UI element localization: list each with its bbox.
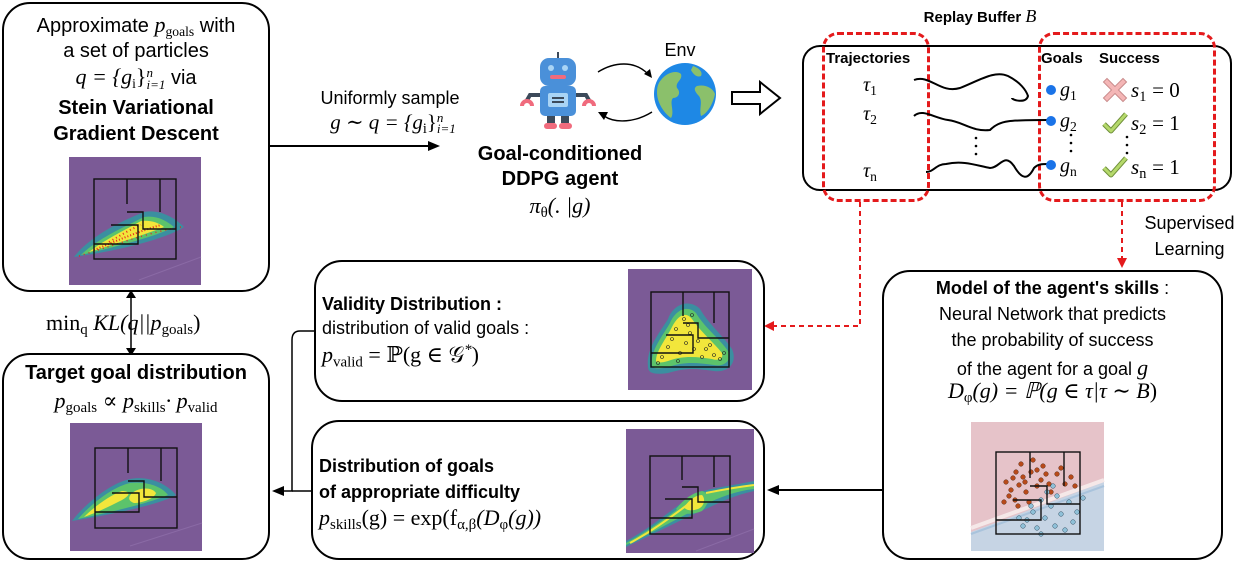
success-ellipsis (1125, 135, 1129, 155)
sample-arrow (270, 141, 440, 151)
cross-icon (1102, 77, 1128, 103)
difficulty-title-line2: of appropriate difficulty (319, 482, 521, 502)
replay-buffer-box (802, 45, 1232, 191)
target-title: Target goal distribution (25, 362, 247, 384)
success-value-n: sn = 1 (1131, 155, 1180, 182)
goal-dot-n (1046, 160, 1056, 170)
col-success: Success (1099, 50, 1160, 67)
trajectory-curves (913, 73, 1049, 178)
svgd-line2: a set of particles (63, 40, 209, 62)
trajectory-label-1: τ1 (863, 74, 877, 98)
agent-policy: πθ(. |g) (529, 193, 591, 222)
env-label: Env (664, 40, 696, 60)
supervised-learning-label: Supervised Learning (1144, 213, 1235, 259)
trajectories-group (822, 32, 930, 202)
trajectories-to-validity-arrow (764, 202, 861, 331)
agent-title-line2: DDPG agent (501, 168, 619, 190)
target-density-plot (70, 423, 203, 551)
svgd-particles-plot (69, 157, 202, 285)
ellipsis-dots (974, 136, 978, 156)
kl-label: minq KL(q||pgoals) (46, 310, 201, 339)
agent-title-line1: Goal-conditioned (477, 143, 643, 165)
validity-difficulty-to-target-connector (272, 330, 314, 496)
replay-buffer-title: Replay Buffer B (923, 6, 1037, 26)
validity-formula: pvalid = ℙ(g ∈ 𝒢*) (322, 342, 479, 371)
col-goals: Goals (1041, 50, 1083, 67)
trajectory-2-curve (913, 111, 1049, 132)
kl-double-arrow (126, 290, 136, 356)
trajectory-label-n: τn (863, 160, 877, 184)
to-buffer-arrow (731, 79, 782, 117)
goals-success-group (1038, 32, 1216, 202)
goal-dot-1 (1046, 85, 1056, 95)
trajectory-label-2: τ2 (863, 103, 877, 127)
difficulty-title-line1: Distribution of goals (319, 456, 494, 476)
skills-line1: Neural Network that predicts (938, 304, 1167, 324)
skills-line3: of the agent for a goal g (956, 355, 1149, 380)
goal-label-n: gn (1060, 155, 1077, 179)
skills-line2: the probability of success (951, 330, 1154, 350)
difficulty-density-plot (626, 429, 755, 553)
globe-icon (654, 63, 716, 125)
skills-classifier-plot (970, 422, 1105, 551)
difficulty-formula: pskills(g) = exp(fα,β(Dφ(g)) (319, 505, 542, 534)
validity-line1: distribution of valid goals : (322, 318, 530, 338)
goal-label-2: g2 (1060, 110, 1077, 134)
skills-to-difficulty-arrow (767, 485, 882, 495)
skills-formula: Dφ(g) = ℙ(g ∈ τ|τ ∼ B) (947, 378, 1158, 407)
agent-to-env-arrow (597, 63, 652, 78)
success-value-1: s1 = 0 (1131, 78, 1180, 105)
trajectory-n-curve (925, 159, 1049, 178)
svgd-title-line2: Gradient Descent (53, 123, 219, 145)
validity-title: Validity Distribution : (322, 294, 503, 314)
check-icon (1102, 112, 1128, 134)
validity-density-plot (628, 269, 752, 390)
robot-icon (520, 52, 596, 129)
skills-title: Model of the agent's skills : (935, 278, 1170, 298)
env-to-agent-arrow (598, 111, 653, 122)
goal-ellipsis (1069, 133, 1073, 153)
success-points (1016, 483, 1086, 537)
goals-to-skills-arrow (1117, 202, 1127, 268)
target-formula: pgoals ∝ pskills· pvalid (54, 388, 218, 417)
success-value-2: s2 = 1 (1131, 111, 1180, 138)
svgd-line1: Approximate pgoals with (36, 12, 236, 39)
goal-dot-2 (1046, 116, 1056, 126)
goal-label-1: g1 (1060, 79, 1077, 103)
check-icon (1102, 156, 1128, 178)
svgd-title-line1: Stein Variational (58, 97, 214, 119)
col-trajectories: Trajectories (826, 50, 911, 67)
sample-label: Uniformly sample (320, 88, 460, 108)
trajectory-1-curve (913, 73, 1030, 102)
